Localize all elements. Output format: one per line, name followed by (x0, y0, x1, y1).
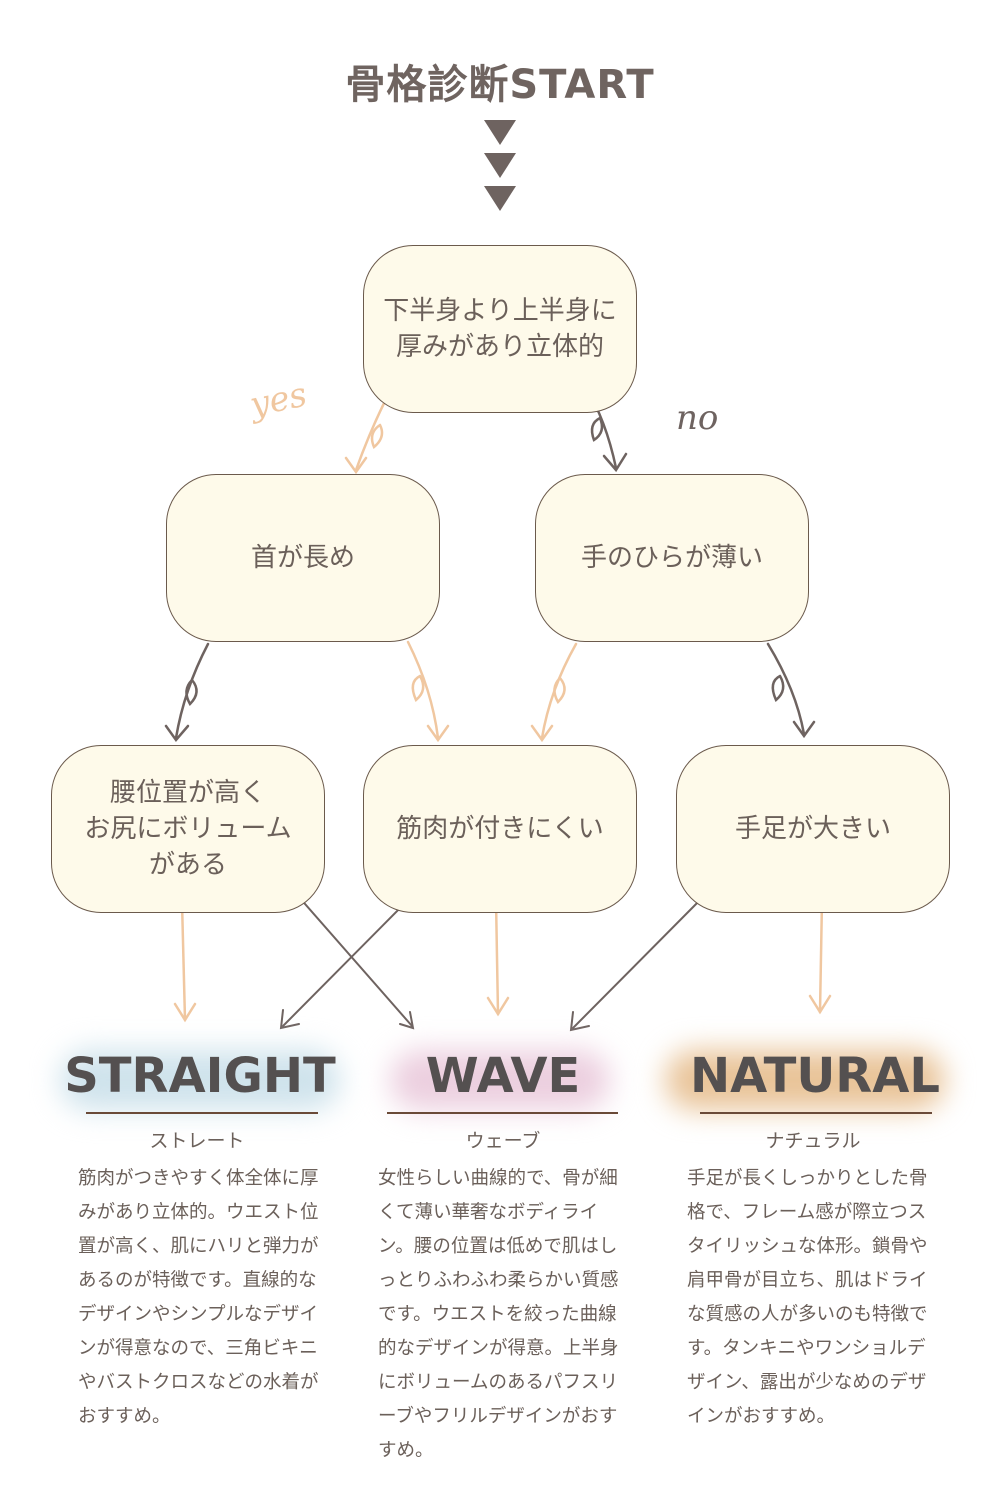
straight-glow (60, 1050, 340, 1110)
question-node-4: 腰位置が高く お尻にボリューム がある (51, 745, 325, 913)
no-label: no (676, 398, 719, 438)
question-text: 首が長め (250, 543, 355, 573)
arrow-q6-yes (808, 898, 832, 1015)
result-kana-straight: ストレート (149, 1130, 245, 1152)
result-title-wave: WAVE (425, 1048, 581, 1104)
start-arrow-1 (484, 120, 516, 145)
result-kana-wave: ウェーブ (465, 1130, 541, 1152)
question-node-5: 筋肉が付きにくい (363, 745, 637, 913)
result-desc-wave: 女性らしい曲線的で、骨が細くて薄い華奢なボディライン。腰の位置は低めで肌はしっと… (378, 1168, 619, 1461)
result-desc-natural: 手足が長くしっかりとした骨格で、フレーム感が際立つスタイリッシュな体形。鎖骨や肩… (687, 1168, 928, 1427)
natural-underline (700, 1112, 932, 1114)
arrow-q4-yes (173, 900, 197, 1023)
start-arrow-3 (484, 186, 516, 211)
page-title: 骨格診断START (345, 62, 655, 108)
question-text: 下半身より上半身に 厚みがあり立体的 (383, 296, 617, 362)
result-desc-straight: 筋肉がつきやすく体全体に厚みがあり立体的。ウエスト位置が高く、肌にハリと弾力があ… (78, 1168, 319, 1427)
start-arrow-2 (484, 153, 516, 178)
question-text: 手足が大きい (734, 814, 891, 844)
arrow-q6-no (569, 893, 707, 1032)
natural-glow (665, 1050, 945, 1110)
arrow-q2-no (164, 642, 210, 743)
wave-glow (390, 1050, 610, 1110)
result-title-natural: NATURAL (689, 1048, 940, 1104)
question-node-3: 手のひらが薄い (535, 474, 809, 642)
arrow-q2-yes (406, 640, 450, 743)
question-text: 筋肉が付きにくい (396, 814, 604, 844)
arrow-q3-no (766, 642, 816, 739)
arrow-q3-yes (530, 642, 578, 743)
question-node-6: 手足が大きい (676, 745, 950, 913)
question-node-1: 下半身より上半身に 厚みがあり立体的 (363, 245, 637, 413)
question-text: 手のひらが薄い (580, 543, 763, 573)
question-text: 腰位置が高く お尻にボリューム がある (84, 778, 292, 880)
arrow-q5-yes (486, 898, 510, 1017)
result-title-straight: STRAIGHT (64, 1048, 336, 1104)
arrow-q5-no (279, 895, 413, 1030)
question-node-2: 首が長め (166, 474, 440, 642)
result-kana-natural: ナチュラル (765, 1130, 861, 1152)
wave-underline (387, 1112, 618, 1114)
straight-underline (86, 1112, 318, 1114)
